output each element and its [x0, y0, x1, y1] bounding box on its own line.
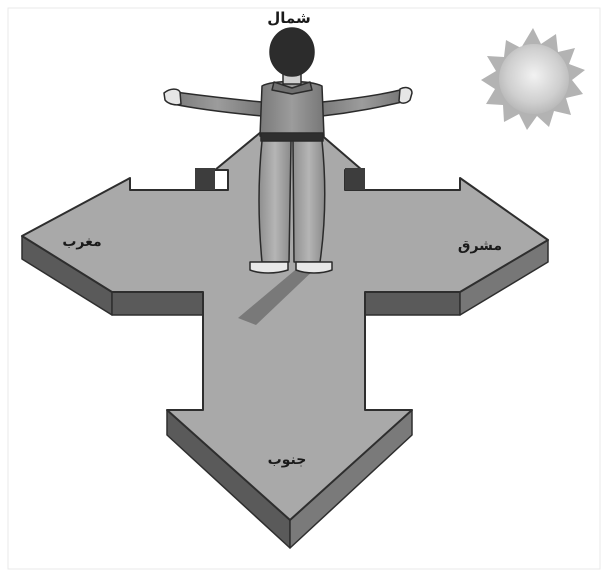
south-label: جنوب [268, 452, 307, 468]
north-label: شمال [267, 9, 310, 27]
east-label: مشرق [458, 238, 502, 254]
west-label: مغرب [62, 234, 101, 250]
